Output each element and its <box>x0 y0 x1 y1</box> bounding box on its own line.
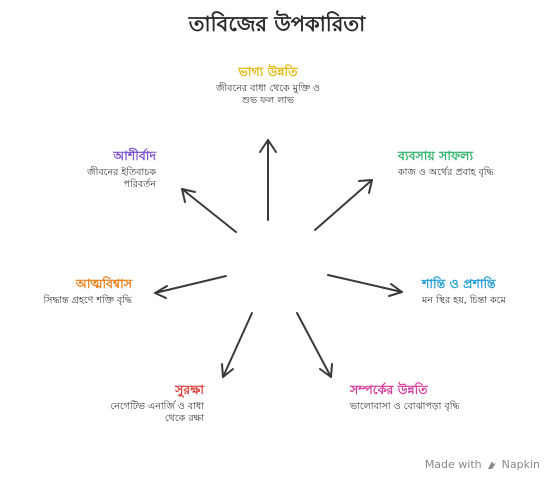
node-description: ভালোবাসা ও বোঝাপড়া বৃদ্ধি <box>350 401 460 412</box>
node-title: ব্যবসায় সাফল্য <box>398 148 474 163</box>
arrow-to-confidence <box>154 275 227 299</box>
arrow-to-protection <box>221 312 253 378</box>
node-title: শান্তি ও প্রশান্তি <box>422 276 496 291</box>
node-blessing: আশীর্বাদ জীবনের ইতিবাচক পরিবর্তন <box>66 148 156 191</box>
node-description: জীবনের ইতিবাচক পরিবর্তন <box>87 167 156 190</box>
node-relationship: সম্পর্কের উন্নতি ভালোবাসা ও বোঝাপড়া বৃদ… <box>350 382 460 413</box>
node-luck: ভাগ্য উন্নতি জীবনের বাধা থেকে মুক্তি ও শ… <box>214 64 322 107</box>
node-description: মন স্থির হয়, চিন্তা কমে <box>422 295 506 306</box>
node-confidence: আত্মবিশ্বাস সিদ্ধান্ত গ্রহণে শক্তি বৃদ্ধ… <box>22 276 132 307</box>
node-title: ভাগ্য উন্নতি <box>238 64 298 79</box>
node-title: সুরক্ষা <box>175 382 204 397</box>
arrow-to-relationship <box>296 312 333 378</box>
napkin-logo-icon <box>487 460 496 469</box>
node-title: সম্পর্কের উন্নতি <box>350 382 428 397</box>
node-description: কাজ ও অর্থের প্রবাহ বৃদ্ধি <box>398 167 494 178</box>
arrow-to-peace <box>327 274 403 297</box>
made-with-label: Made with <box>424 458 482 471</box>
node-title: আত্মবিশ্বাস <box>75 276 132 291</box>
napkin-branding[interactable]: Made with Napkin <box>425 458 540 471</box>
node-protection: সুরক্ষা নেগেটিভ এনার্জি ও বাধা থেকে রক্ষ… <box>96 382 204 425</box>
node-business: ব্যবসায় সাফল্য কাজ ও অর্থের প্রবাহ বৃদ্… <box>398 148 508 179</box>
node-title: আশীর্বাদ <box>113 148 156 163</box>
brand-name: Napkin <box>501 458 540 471</box>
node-description: নেগেটিভ এনার্জি ও বাধা থেকে রক্ষা <box>110 401 204 424</box>
page-title: তাবিজের উপকারিতা <box>188 12 366 36</box>
node-peace: শান্তি ও প্রশান্তি মন স্থির হয়, চিন্তা … <box>422 276 540 307</box>
node-description: জীবনের বাধা থেকে মুক্তি ও শুভ ফল লাভ <box>215 83 321 106</box>
arrow-to-business <box>314 179 373 231</box>
arrow-to-luck <box>259 139 277 221</box>
node-description: সিদ্ধান্ত গ্রহণে শক্তি বৃদ্ধি <box>43 295 132 306</box>
arrow-to-blessing <box>181 188 237 233</box>
